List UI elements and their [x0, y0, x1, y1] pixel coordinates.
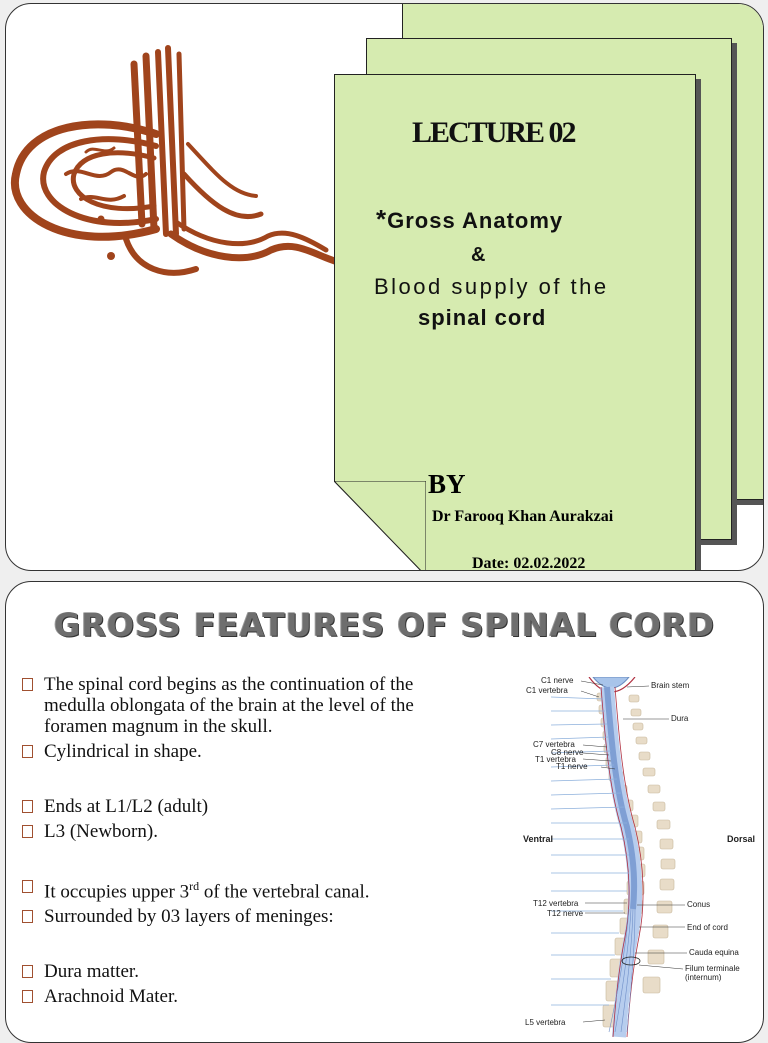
label-l5-vertebra: L5 vertebra	[525, 1018, 566, 1027]
by-label: BY	[428, 469, 466, 499]
lecture-title: LECTURE 02	[412, 116, 577, 149]
list-item: Cylindrical in shape.	[22, 741, 472, 762]
label-c1-vertebra: C1 vertebra	[526, 686, 568, 695]
label-t12-vertebra: T12 vertebra	[533, 899, 579, 908]
bullet-box-icon	[22, 965, 33, 979]
spacer	[22, 762, 472, 796]
label-conus: Conus	[687, 900, 710, 909]
topic-line-3: spinal cord	[418, 305, 547, 330]
label-dura: Dura	[671, 714, 689, 723]
title-slide: LECTURE 02 *Gross Anatomy & Blood supply…	[5, 3, 764, 571]
content-slide: GROSS FEATURES OF SPINAL CORD The spinal…	[5, 581, 764, 1043]
bullet-box-icon	[22, 825, 33, 838]
bullet-list: The spinal cord begins as the continuati…	[22, 674, 472, 1007]
list-item: L3 (Newborn).	[22, 821, 472, 842]
label-c1-nerve: C1 nerve	[541, 677, 574, 685]
asterisk: *	[376, 204, 388, 234]
bullet-box-icon	[22, 745, 33, 758]
author-name: Dr Farooq Khan Aurakzai	[432, 508, 614, 525]
label-ventral: Ventral	[523, 834, 553, 844]
bullet-box-icon	[22, 910, 33, 924]
label-end-of-cord: End of cord	[687, 923, 728, 932]
list-item: Ends at L1/L2 (adult)	[22, 796, 472, 817]
label-filum-internum: (internum)	[685, 973, 722, 982]
bullet-box-icon	[22, 678, 33, 691]
list-item: It occupies upper 3rd of the vertebral c…	[22, 876, 472, 902]
label-t1-vertebra: T1 vertebra	[535, 755, 576, 764]
topic-line-2: Blood supply of the	[374, 274, 609, 299]
bullet-box-icon	[22, 880, 33, 893]
label-dorsal: Dorsal	[727, 834, 755, 844]
list-item: Surrounded by 03 layers of meninges:	[22, 906, 472, 927]
label-t12-nerve: T12 nerve	[547, 909, 584, 918]
label-c8-nerve: C8 nerve	[551, 748, 584, 757]
list-item: The spinal cord begins as the continuati…	[22, 674, 472, 737]
lecture-date: Date: 02.02.2022	[472, 555, 586, 571]
spinal-cord-diagram: C1 nerve C1 vertebra Brain stem Dura C7 …	[523, 677, 755, 1038]
label-cauda-equina: Cauda equina	[689, 948, 739, 957]
list-item: Arachnoid Mater.	[22, 986, 472, 1007]
list-item: Dura matter.	[22, 961, 472, 982]
bismillah-calligraphy-icon	[10, 45, 342, 276]
spacer	[22, 927, 472, 961]
label-filum-terminale: Filum terminale	[685, 964, 740, 973]
bullet-box-icon	[22, 800, 33, 813]
spacer	[22, 842, 472, 876]
topic-gross-anatomy: Gross Anatomy	[387, 208, 564, 233]
label-c7-vertebra: C7 vertebra	[533, 740, 575, 749]
page-fold-corner	[334, 481, 426, 570]
label-t1-nerve: T1 nerve	[556, 762, 588, 771]
label-brain-stem: Brain stem	[651, 681, 690, 690]
slide-title: GROSS FEATURES OF SPINAL CORD	[54, 606, 715, 644]
bullet-box-icon	[22, 990, 33, 1004]
topic-line-1: *Gross Anatomy	[376, 204, 563, 235]
topic-ampersand: &	[471, 244, 486, 266]
